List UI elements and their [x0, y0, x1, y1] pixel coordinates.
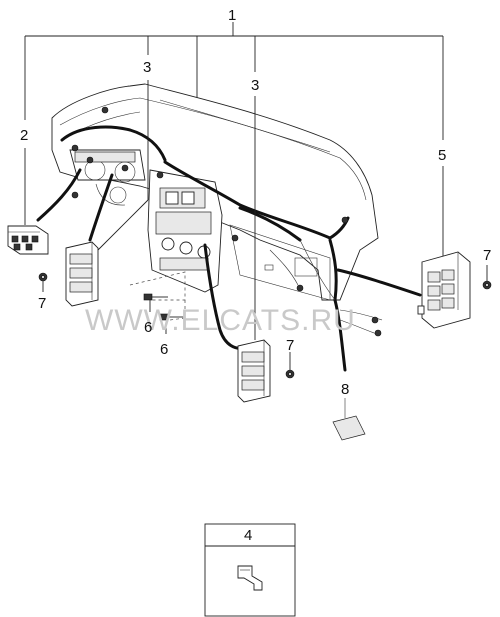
callout-2: 2 [20, 127, 28, 144]
callout-8: 8 [341, 381, 349, 398]
callout-7a: 7 [38, 295, 46, 312]
bolts-6 [129, 271, 186, 321]
watermark-text: WWW.ELCATS.RU [85, 304, 356, 337]
part-leaders [24, 80, 488, 370]
callout-7c: 7 [483, 247, 491, 264]
callout-3b: 3 [251, 77, 259, 94]
nuts-7 [38, 272, 492, 379]
junction-box [417, 251, 471, 329]
callout-4: 4 [244, 527, 252, 544]
callout-6a: 6 [144, 319, 152, 336]
connector-block-3a [65, 241, 99, 307]
callout-6b: 6 [160, 341, 168, 358]
part-4-box [204, 523, 296, 617]
bolt-6a [143, 293, 168, 301]
wiring-harness [36, 106, 422, 372]
callout-3a: 3 [143, 59, 151, 76]
pad-8 [332, 398, 366, 441]
callout-7b: 7 [286, 337, 294, 354]
bolt-6b [159, 313, 184, 321]
callout-5: 5 [438, 147, 446, 164]
switch-block-left [7, 225, 49, 255]
callout-1: 1 [228, 7, 236, 24]
connector-block-3b [237, 339, 271, 403]
